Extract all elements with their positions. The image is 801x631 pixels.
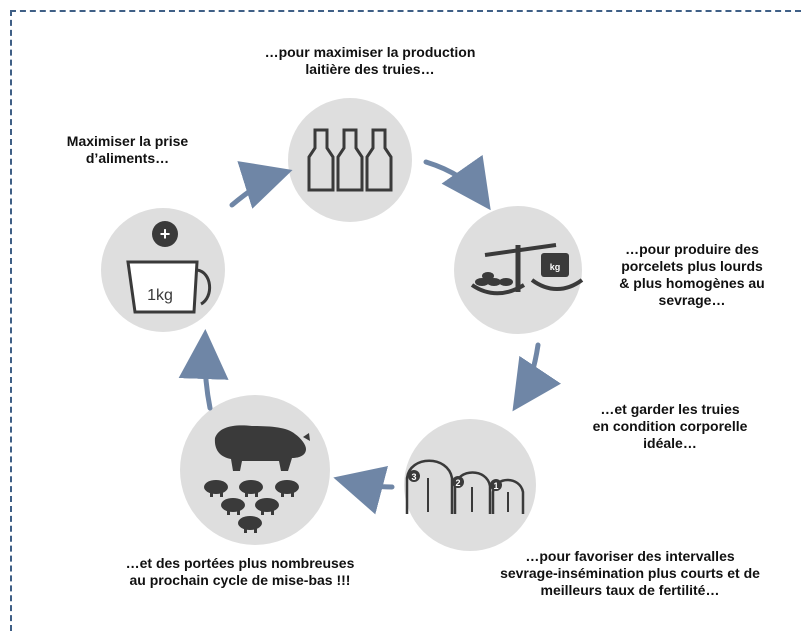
caption-larger-litters: …et des portées plus nombreuses au proch…	[125, 555, 355, 588]
milk-production-circle	[288, 98, 412, 222]
milk-bottles-icon	[307, 128, 393, 192]
arrow-litters-to-feed	[178, 329, 229, 411]
caption-fertility: …pour favoriser des intervalles sevrage-…	[500, 548, 760, 598]
arrow-condition-to-litters	[333, 465, 395, 515]
caption-body-condition: …et garder les truies en condition corpo…	[592, 401, 748, 451]
arrow-piglets-to-condition	[512, 342, 561, 412]
caption-heavier-piglets: …pour produire des porcelets plus lourds…	[619, 241, 765, 308]
dashed-frame-left	[10, 10, 12, 631]
arrow-feed-to-milk	[229, 161, 293, 209]
pig-litter-icon	[204, 425, 310, 533]
dashed-frame-top	[10, 10, 801, 12]
sow-rank-1: 1	[493, 481, 498, 491]
caption-milk-production: …pour maximiser la production laitière d…	[264, 44, 476, 77]
body-condition-circle	[404, 419, 536, 551]
scale-icon: kg	[470, 243, 584, 296]
cup-label: 1kg	[147, 287, 173, 304]
sow-rears-icon: 3 2 1	[405, 459, 525, 514]
sow-rank-3: 3	[411, 472, 416, 482]
arrow-milk-to-piglets	[423, 154, 491, 211]
weight-label: kg	[550, 262, 561, 272]
plus-symbol: +	[160, 224, 171, 244]
measuring-cup-icon: + 1kg	[126, 221, 211, 314]
sow-rank-2: 2	[455, 478, 460, 488]
caption-feed-intake: Maximiser la prise d’aliments…	[66, 133, 189, 166]
